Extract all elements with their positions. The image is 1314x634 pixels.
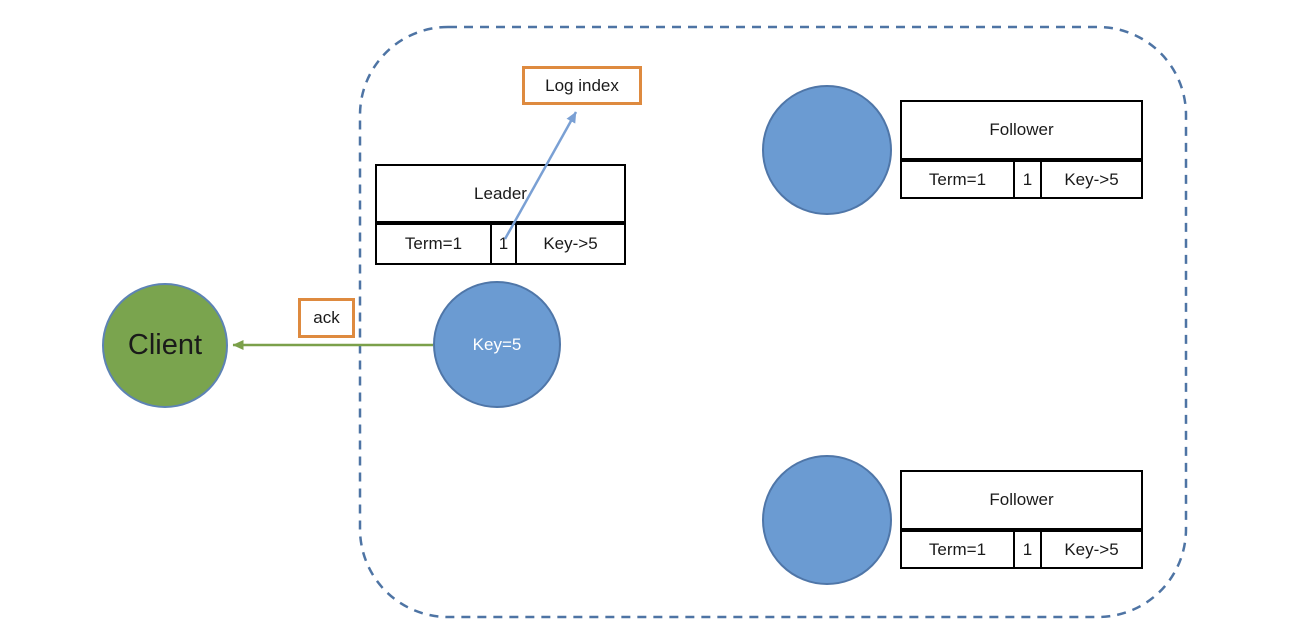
ack-label: ack bbox=[313, 308, 340, 327]
follower-top-index-cell: 1 bbox=[1013, 162, 1042, 197]
leader-log-table: Leader Term=1 1 Key->5 bbox=[375, 164, 626, 265]
client-node: Client bbox=[102, 283, 228, 408]
follower-top-entry-cell: Key->5 bbox=[1064, 169, 1119, 189]
follower-top-table-title: Follower bbox=[900, 100, 1143, 160]
follower-node-top bbox=[762, 85, 892, 215]
leader-entry-node-label: Key=5 bbox=[472, 334, 522, 354]
follower-bottom-entry-cell: Key->5 bbox=[1064, 539, 1119, 559]
follower-node-bottom bbox=[762, 455, 892, 585]
leader-entry-cell: Key->5 bbox=[543, 234, 598, 253]
log-index-label-box: Log index bbox=[522, 66, 642, 105]
follower-top-term-cell: Term=1 bbox=[928, 169, 987, 189]
follower-top-log-row: Term=1 1 Key->5 bbox=[900, 160, 1143, 199]
log-index-label: Log index bbox=[545, 75, 619, 95]
leader-table-title: Leader bbox=[375, 164, 626, 223]
client-node-label: Client bbox=[127, 329, 203, 361]
follower-bottom-term-cell: Term=1 bbox=[928, 539, 987, 559]
follower-bottom-log-table: Follower Term=1 1 Key->5 bbox=[900, 470, 1143, 569]
follower-bottom-table-title: Follower bbox=[900, 470, 1143, 530]
follower-bottom-index-cell: 1 bbox=[1013, 532, 1042, 567]
ack-label-box: ack bbox=[298, 298, 355, 338]
leader-log-row: Term=1 1 Key->5 bbox=[375, 223, 626, 265]
follower-bottom-log-row: Term=1 1 Key->5 bbox=[900, 530, 1143, 569]
follower-top-log-table: Follower Term=1 1 Key->5 bbox=[900, 100, 1143, 199]
leader-entry-node: Key=5 bbox=[433, 281, 561, 408]
leader-term-cell: Term=1 bbox=[404, 234, 463, 253]
leader-index-cell: 1 bbox=[490, 225, 517, 263]
